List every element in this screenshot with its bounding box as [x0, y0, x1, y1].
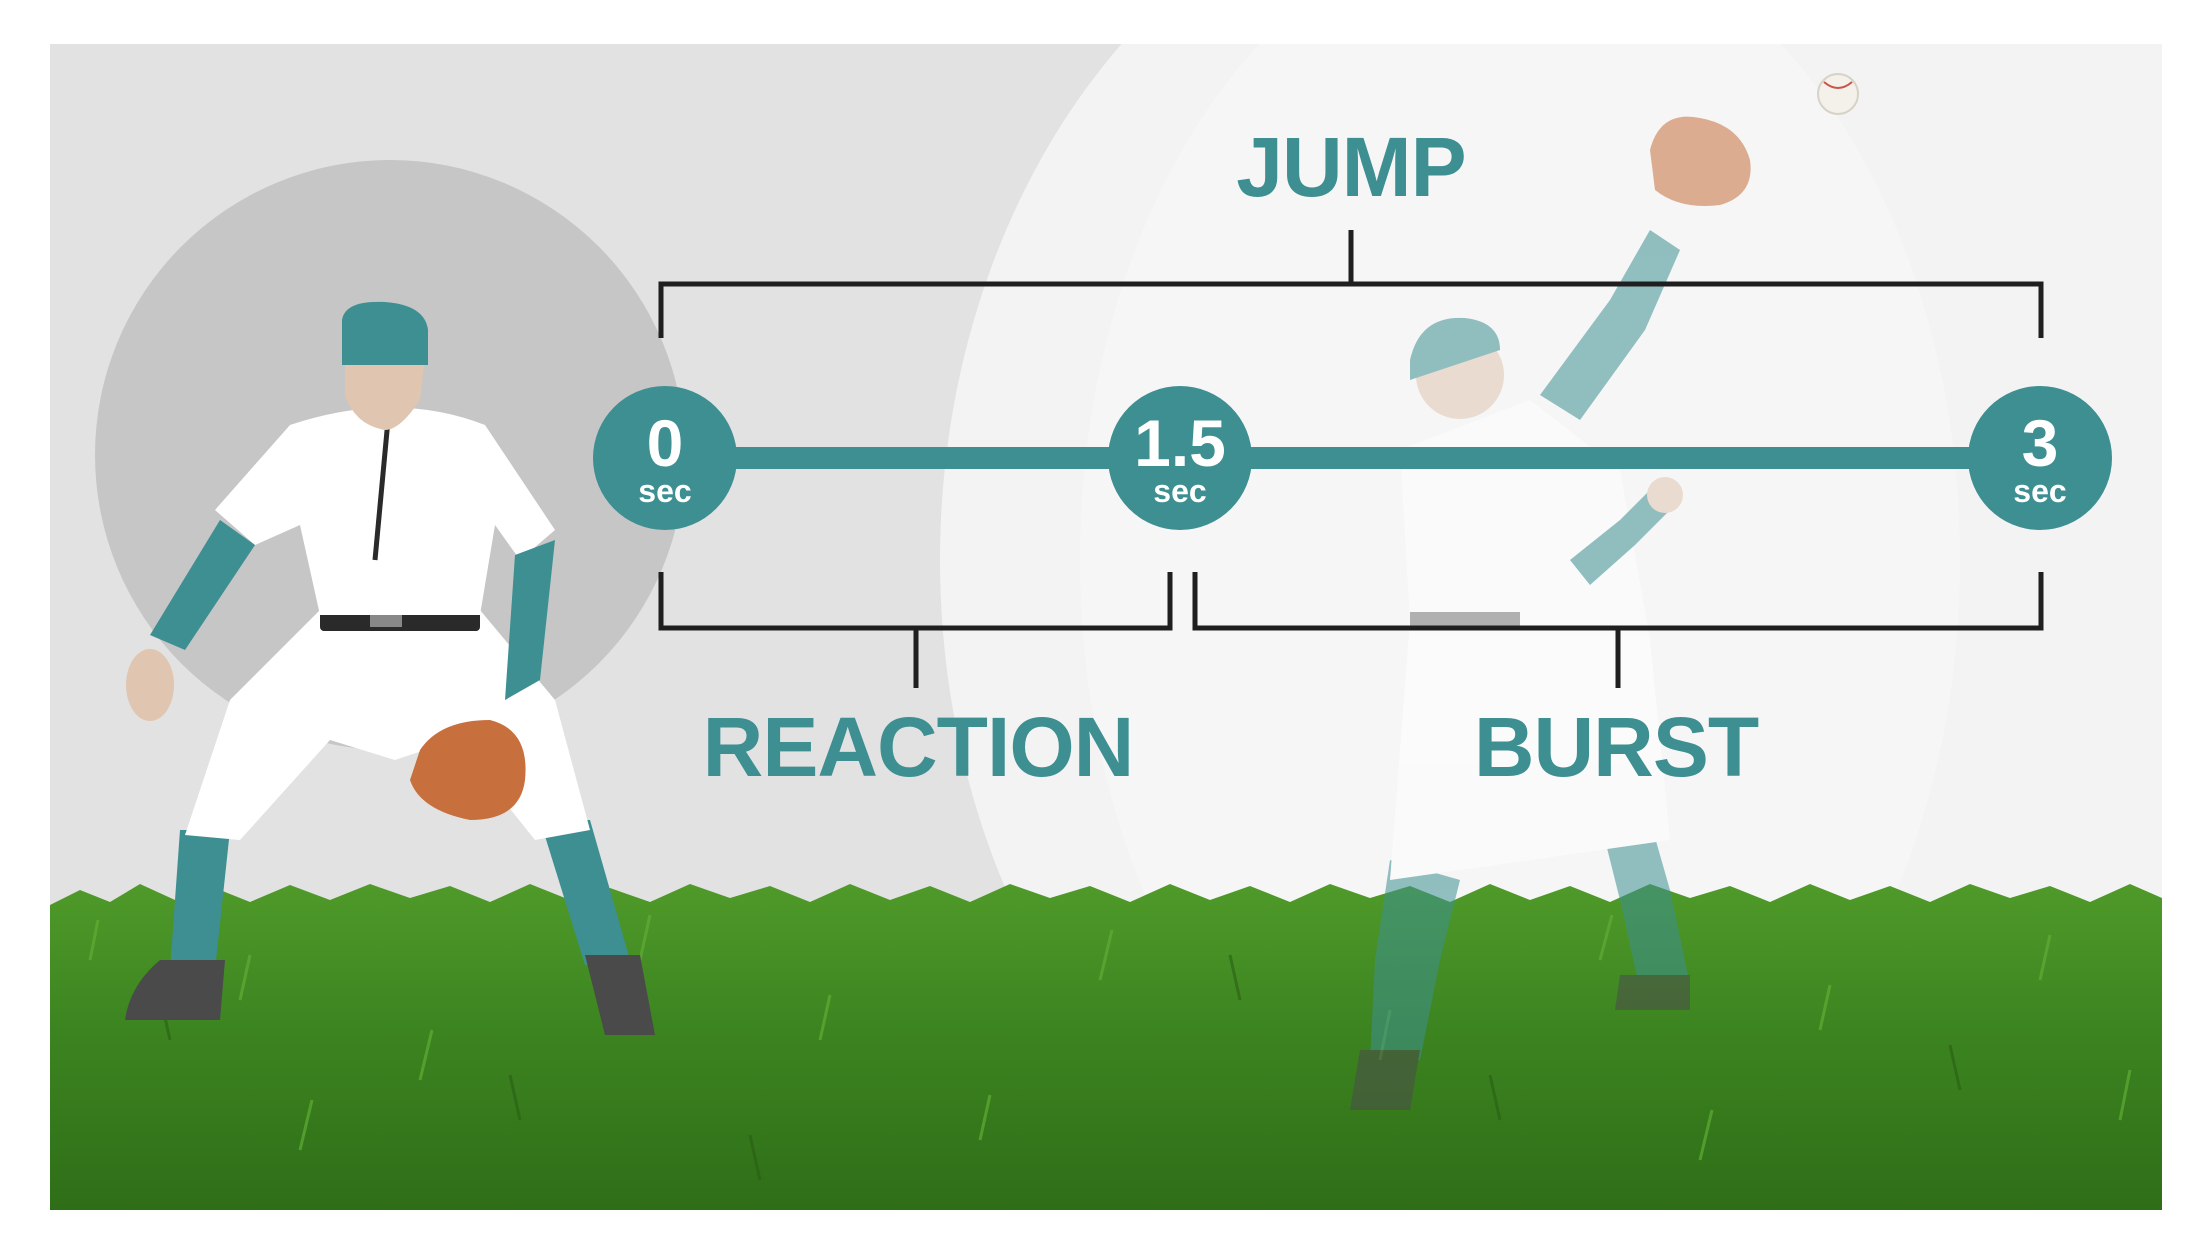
timeline-node-circle — [1108, 386, 1252, 530]
ready-stance-player-figure — [125, 301, 655, 1035]
timeline-node-value: 3 — [2022, 406, 2059, 480]
catching-player-figure — [1350, 116, 1751, 1110]
burst-label: BURST — [1474, 700, 1759, 794]
timeline-node-circle — [593, 386, 737, 530]
timeline-node-circle — [1968, 386, 2112, 530]
timeline-node-value: 0 — [647, 406, 684, 480]
timeline-node-unit: sec — [2013, 473, 2066, 509]
background — [50, 44, 2162, 1210]
grass — [50, 884, 2162, 1210]
timeline-node-unit: sec — [1153, 473, 1206, 509]
baseball-icon — [1817, 73, 1859, 115]
jump-label: JUMP — [1236, 120, 1465, 214]
timeline-node-value: 1.5 — [1134, 406, 1226, 480]
brackets — [658, 230, 2044, 688]
timeline-node-unit: sec — [638, 473, 691, 509]
reaction-label: REACTION — [703, 700, 1134, 794]
